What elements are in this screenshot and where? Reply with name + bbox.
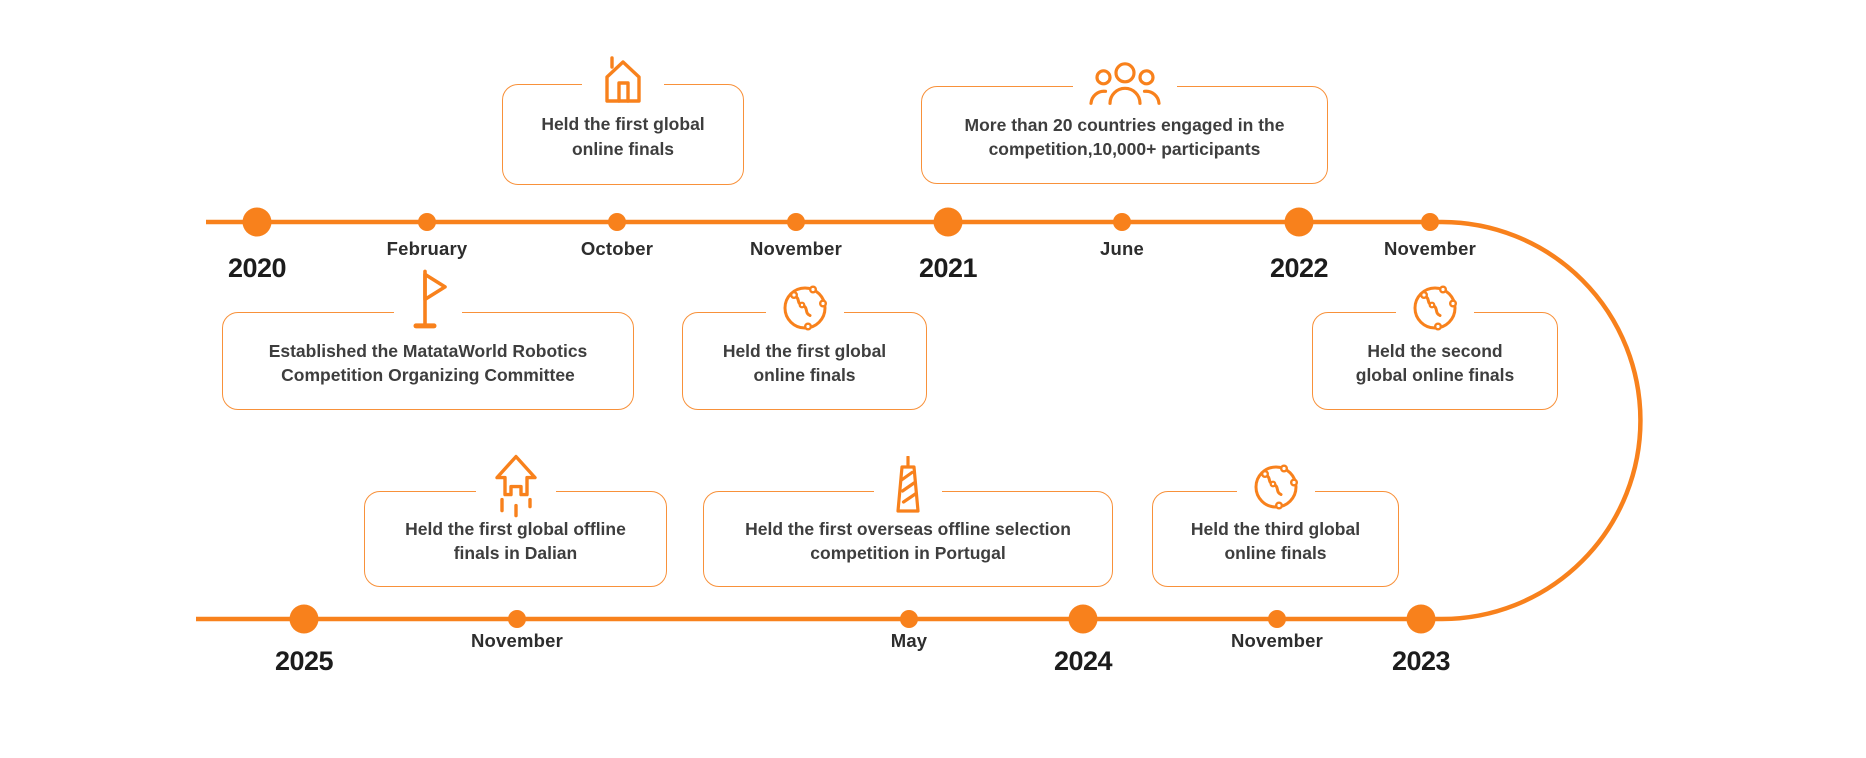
timeline-dot-top-june [1113, 213, 1131, 231]
timeline-dot-top-february [418, 213, 436, 231]
timeline-dot-top-november [1421, 213, 1439, 231]
timeline-dot-bottom-may [900, 610, 918, 628]
timeline-dot-bottom-november [508, 610, 526, 628]
dots-layer [242, 207, 1439, 634]
timeline-dot-top-november [787, 213, 805, 231]
timeline-dot-bottom-november [1268, 610, 1286, 628]
timeline-dot-bottom-2023 [1406, 604, 1436, 634]
timeline-path [196, 219, 1643, 622]
timeline-dot-bottom-2025 [289, 604, 319, 634]
timeline-dot-top-2020 [242, 207, 272, 237]
timeline-dot-top-october [608, 213, 626, 231]
timeline-dot-top-2022 [1284, 207, 1314, 237]
timeline-dot-top-2021 [933, 207, 963, 237]
timeline-dot-bottom-2024 [1068, 604, 1098, 634]
